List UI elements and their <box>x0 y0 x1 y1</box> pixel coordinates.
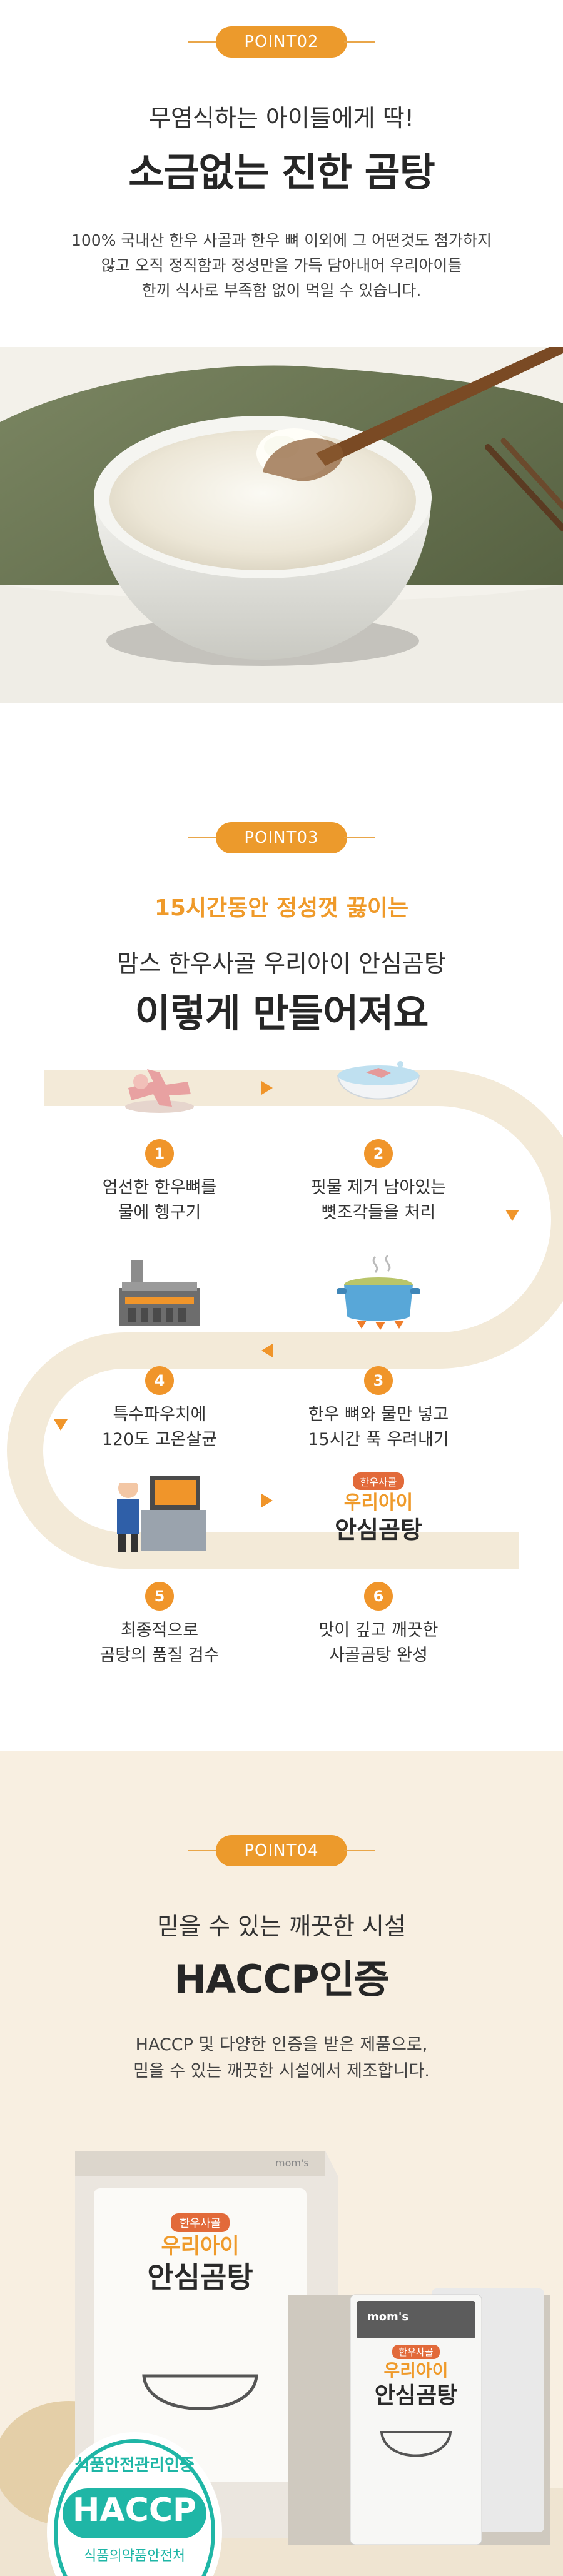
step-2-number: 2 <box>364 1139 393 1168</box>
pouch-line2: 안심곰탕 <box>374 2383 458 2408</box>
box-tag: 한우사골 <box>170 2213 230 2232</box>
arrow-left-icon <box>261 1344 273 1357</box>
point02-headline: 소금없는 진한 곰탕 <box>128 149 435 195</box>
step-line: 곰탕의 품질 검수 <box>99 1646 220 1665</box>
pouch-line1: 우리아이 <box>383 2360 449 2381</box>
step-4-text: 특수파우치에 120도 고온살균 <box>66 1402 253 1452</box>
point-badge: POINT03 <box>216 822 347 853</box>
point-badge: POINT02 <box>216 26 347 58</box>
divider <box>188 837 219 838</box>
step-3-number: 3 <box>364 1366 393 1395</box>
point02-body: 100% 국내산 한우 사골과 한우 뼈 이외에 그 어떤것도 첨가하지 않고 … <box>0 228 563 303</box>
point03-header: POINT03 <box>0 822 563 853</box>
step-line: 맛이 깊고 깨끗한 <box>318 1621 439 1640</box>
body-line: 않고 오직 정직함과 정성만을 가득 담아내어 우리아이들 <box>101 256 462 274</box>
step-line: 엄선한 한우뼈를 <box>102 1178 217 1197</box>
point02-header: POINT02 <box>0 26 563 58</box>
point03-orange-subhead: 15시간동안 정성껏 끓이는 <box>154 895 409 921</box>
cooking-pot-icon <box>337 1254 420 1330</box>
box-line2: 안심곰탕 <box>147 2260 253 2294</box>
body-line: 한끼 식사로 부족함 없이 먹일 수 있습니다. <box>141 281 422 299</box>
gomtang-bowl-photo <box>0 347 563 703</box>
arrow-right-icon <box>261 1494 273 1507</box>
logo-line1: 우리아이 <box>343 1492 413 1514</box>
step-line: 한우 뼈와 물만 넣고 <box>308 1405 449 1424</box>
beef-bone-icon <box>125 1069 194 1113</box>
box-brand: mom's <box>275 2157 309 2169</box>
step-3-text: 한우 뼈와 물만 넣고 15시간 푹 우려내기 <box>285 1402 472 1452</box>
pouch-tag: 한우사골 <box>392 2345 440 2359</box>
arrow-down-icon <box>54 1419 68 1431</box>
divider <box>188 41 219 43</box>
step-line: 120도 고온살균 <box>101 1430 218 1449</box>
pouch-brand: mom's <box>367 2310 409 2323</box>
step-1-text: 엄선한 한우뼈를 물에 헹구기 <box>66 1175 253 1225</box>
pouch-label: 한우사골 우리아이 안심곰탕 <box>350 2345 482 2409</box>
step-6-number: 6 <box>364 1582 393 1611</box>
divider <box>188 1850 219 1851</box>
logo-line2: 안심곰탕 <box>335 1516 422 1544</box>
body-line: HACCP 및 다양한 인증을 받은 제품으로, <box>135 2035 428 2055</box>
divider <box>344 1850 375 1851</box>
point04-headline: HACCP인증 <box>174 1956 389 2002</box>
point04-header: POINT04 <box>0 1835 563 1866</box>
step-6-text: 맛이 깊고 깨끗한 사골곰탕 완성 <box>285 1618 472 1668</box>
body-line: 믿을 수 있는 깨끗한 시설에서 제조합니다. <box>133 2061 430 2081</box>
water-bowl-icon <box>337 1061 420 1100</box>
step-line: 15시간 푹 우려내기 <box>308 1430 449 1449</box>
quality-inspector-icon <box>117 1476 206 1552</box>
point03-headline: 이렇게 만들어져요 <box>134 990 429 1036</box>
step-5-number: 5 <box>145 1582 174 1611</box>
point04-body: HACCP 및 다양한 인증을 받은 제품으로, 믿을 수 있는 깨끗한 시설에… <box>0 2032 563 2085</box>
step-line: 물에 헹구기 <box>118 1203 201 1222</box>
process-path <box>7 1070 563 1569</box>
logo-tag: 한우사골 <box>352 1472 405 1490</box>
haccp-mark: HACCP <box>72 2492 197 2529</box>
point-badge: POINT04 <box>216 1835 347 1866</box>
step-line: 최종적으로 <box>120 1621 199 1640</box>
arrow-right-icon <box>261 1081 273 1095</box>
point02-subhead: 무염식하는 아이들에게 딱! <box>149 104 414 132</box>
body-line: 100% 국내산 한우 사골과 한우 뼈 이외에 그 어떤것도 첨가하지 <box>71 231 492 249</box>
product-box-label: 한우사골 우리아이 안심곰탕 <box>94 2213 307 2293</box>
divider <box>344 41 375 43</box>
step-2-text: 핏물 제거 남아있는 뼛조각들을 처리 <box>285 1175 472 1225</box>
factory-icon <box>119 1260 200 1326</box>
step-1-number: 1 <box>145 1139 174 1168</box>
product-photo <box>0 2138 563 2576</box>
point03-subhead: 맘스 한우사골 우리아이 안심곰탕 <box>117 950 446 977</box>
divider <box>344 837 375 838</box>
anshim-gomtang-logo: 한우사골 우리아이 안심곰탕 <box>316 1472 441 1560</box>
arrow-down-icon <box>505 1210 519 1221</box>
haccp-bottom-label: 식품의약품안전처 <box>84 2548 185 2564</box>
haccp-top-label: 식품안전관리인증 <box>74 2456 195 2475</box>
step-line: 뼛조각들을 처리 <box>321 1203 436 1222</box>
step-line: 특수파우치에 <box>113 1405 206 1424</box>
step-line: 핏물 제거 남아있는 <box>311 1178 446 1197</box>
step-5-text: 최종적으로 곰탕의 품질 검수 <box>66 1618 253 1668</box>
step-4-number: 4 <box>145 1366 174 1395</box>
step-line: 사골곰탕 완성 <box>329 1646 428 1665</box>
box-line1: 우리아이 <box>161 2234 240 2259</box>
point04-subhead: 믿을 수 있는 깨끗한 시설 <box>157 1913 406 1940</box>
